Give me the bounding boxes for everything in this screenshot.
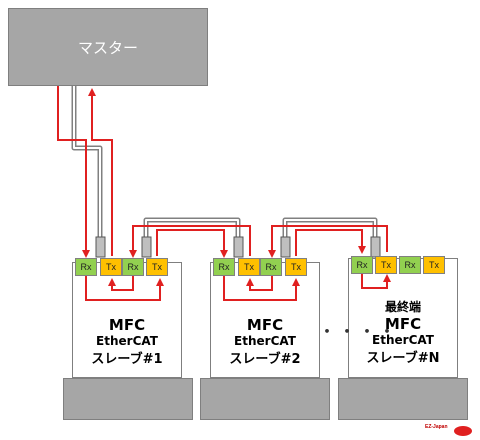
slave-1-rx-2: Rx bbox=[122, 258, 144, 276]
connector-plug bbox=[280, 236, 291, 258]
slave-n-line1: MFC bbox=[384, 315, 422, 333]
slave-1-line2: EtherCAT bbox=[96, 334, 158, 348]
slave-n-base bbox=[338, 378, 468, 420]
ellipsis-more-slaves: ・・・・ bbox=[318, 322, 398, 342]
port-label: Tx bbox=[106, 262, 116, 272]
port-label: Rx bbox=[80, 262, 92, 272]
slave-1-line1: MFC bbox=[108, 316, 146, 334]
connector-plug bbox=[233, 236, 244, 258]
logo-text: EZ-Japan bbox=[425, 424, 448, 430]
slave-2-base bbox=[200, 378, 330, 420]
port-label: Tx bbox=[381, 260, 391, 270]
slave-n-rx-in: Rx bbox=[351, 256, 373, 274]
slave-n-tx-2: Tx bbox=[423, 256, 445, 274]
port-label: Rx bbox=[404, 260, 416, 270]
master-label: マスター bbox=[77, 38, 138, 57]
port-label: Rx bbox=[218, 262, 230, 272]
ez-japan-logo: EZ-Japan bbox=[425, 424, 448, 430]
slave-2-line1: MFC bbox=[246, 316, 284, 334]
slave-2-rx-in: Rx bbox=[213, 258, 235, 276]
slave-n-body bbox=[348, 258, 458, 378]
slave-1-rx-in: Rx bbox=[75, 258, 97, 276]
port-label: Rx bbox=[127, 262, 139, 272]
slave-n-line2: EtherCAT bbox=[372, 333, 434, 347]
slave-1-tx-2: Tx bbox=[146, 258, 168, 276]
slave-2-body bbox=[210, 262, 320, 378]
slave-n-rx-2: Rx bbox=[399, 256, 421, 274]
port-label: Tx bbox=[291, 262, 301, 272]
slave-1-base bbox=[63, 378, 193, 420]
port-label: Tx bbox=[429, 260, 439, 270]
slave-2-rx-2: Rx bbox=[260, 258, 282, 276]
port-label: Rx bbox=[356, 260, 368, 270]
connector-plug bbox=[95, 236, 106, 258]
port-label: Rx bbox=[265, 262, 277, 272]
connector-plug bbox=[141, 236, 152, 258]
slave-n-label: 最終端 MFC EtherCAT スレーブ#N bbox=[348, 298, 458, 366]
port-label: Tx bbox=[152, 262, 162, 272]
slave-n-tx-out: Tx bbox=[375, 256, 397, 274]
slave-2-line2: EtherCAT bbox=[234, 334, 296, 348]
slave-1-line3: スレーブ#1 bbox=[91, 352, 163, 367]
slave-1-tx-out: Tx bbox=[100, 258, 122, 276]
slave-2-tx-out: Tx bbox=[238, 258, 260, 276]
slave-2-line3: スレーブ#2 bbox=[229, 352, 301, 367]
slave-2-label: MFC EtherCAT スレーブ#2 bbox=[210, 316, 320, 367]
final-end-note: 最終端 bbox=[384, 300, 421, 314]
slave-n-line3: スレーブ#N bbox=[366, 351, 440, 366]
port-label: Tx bbox=[244, 262, 254, 272]
slave-1-label: MFC EtherCAT スレーブ#1 bbox=[72, 316, 182, 367]
slave-2-tx-2: Tx bbox=[285, 258, 307, 276]
connector-plug bbox=[370, 236, 381, 258]
master-device: マスター bbox=[8, 8, 208, 86]
